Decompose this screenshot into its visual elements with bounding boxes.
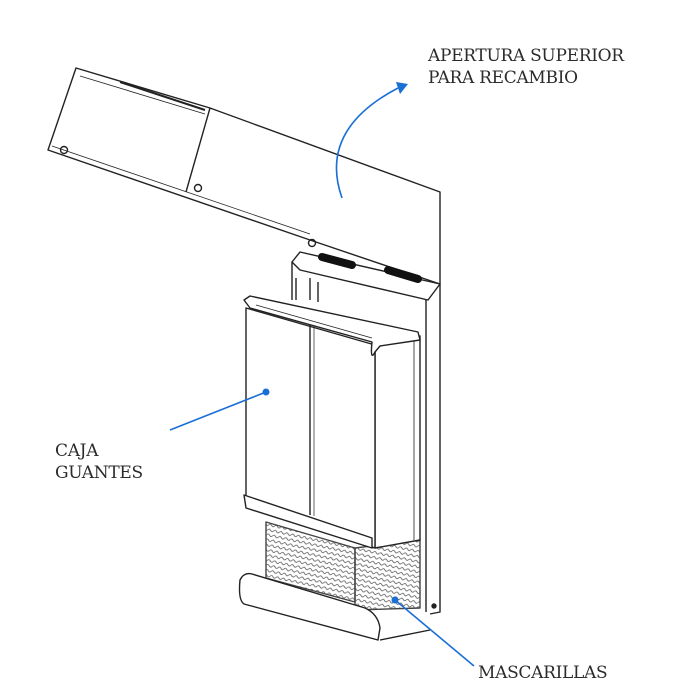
masks-leader bbox=[394, 599, 475, 667]
mask-compartment-mesh bbox=[265, 521, 421, 611]
glove-box-label-line1: CAJA bbox=[55, 441, 99, 461]
glove-box bbox=[243, 295, 421, 549]
callouts bbox=[169, 82, 475, 667]
top-opening-label: APERTURA SUPERIOR PARA RECAMBIO bbox=[428, 45, 624, 89]
masks-label: MASCARILLAS bbox=[478, 663, 608, 683]
glove-box-leader bbox=[169, 391, 267, 431]
top-opening-label-line1: APERTURA SUPERIOR bbox=[428, 46, 624, 66]
opening-arrow bbox=[335, 87, 399, 199]
masks-dot bbox=[391, 596, 399, 604]
lid-handles bbox=[318, 253, 422, 283]
mask-tray bbox=[238, 572, 431, 641]
glove-box-label-line2: GUANTES bbox=[55, 463, 143, 483]
top-opening-label-line2: PARA RECAMBIO bbox=[428, 68, 578, 88]
glove-box-dot bbox=[262, 388, 270, 396]
arrow-head-icon bbox=[396, 82, 408, 94]
back-panel bbox=[291, 251, 441, 615]
top-lid bbox=[47, 67, 441, 285]
glove-box-label: CAJA GUANTES bbox=[55, 440, 143, 484]
